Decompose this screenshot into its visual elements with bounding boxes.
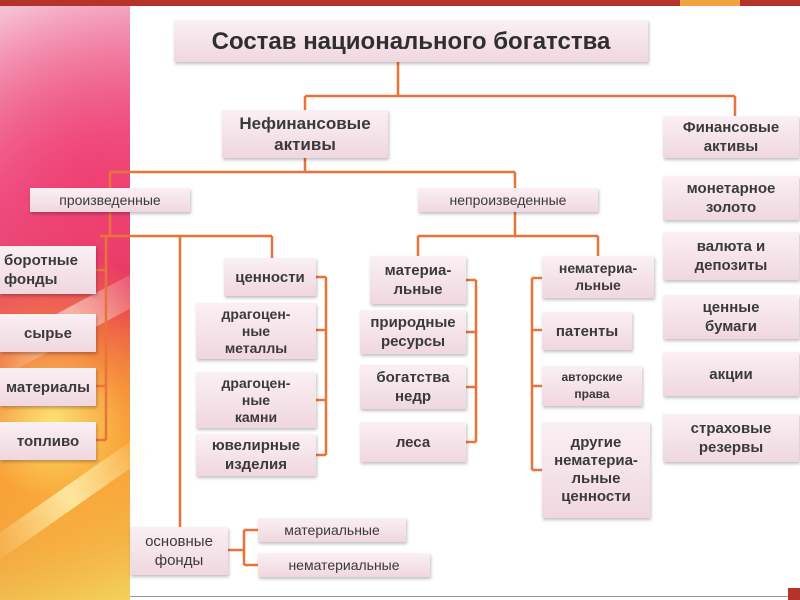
diagram-title-text: Состав национального богатства [211, 27, 611, 55]
node-label: драгоцен- ные металлы [221, 305, 291, 356]
node-label: основные фонды [145, 533, 213, 569]
node-label: боротные фонды [4, 252, 78, 288]
node-label: произведенные [59, 191, 161, 208]
node-working-capital: боротные фонды [0, 246, 96, 294]
node-mineral-wealth: богатства недр [360, 365, 466, 409]
node-fuel: топливо [0, 422, 96, 460]
node-jewelry: ювелирные изделия [196, 434, 316, 476]
decorative-background [0, 6, 166, 600]
node-label: ценные бумаги [702, 299, 760, 335]
node-label: монетарное золото [686, 180, 776, 216]
node-produced: произведенные [30, 188, 190, 212]
node-valuables: ценности [224, 258, 316, 296]
node-label: богатства недр [376, 369, 450, 405]
node-label: акции [709, 365, 753, 383]
node-label: сырье [24, 324, 72, 342]
node-forests: леса [360, 422, 466, 462]
node-securities: ценные бумаги [663, 295, 799, 339]
node-copyrights: авторские права [542, 366, 642, 406]
node-materials: материалы [0, 368, 96, 406]
node-label: Финансовые активы [682, 119, 780, 155]
node-label: авторские права [561, 370, 623, 401]
node-label: нематериа- льные [558, 260, 638, 293]
node-raw-materials: сырье [0, 314, 96, 352]
node-shares: акции [663, 352, 799, 396]
node-nonproduced: непроизведенные [418, 188, 598, 212]
diagram-title: Состав национального богатства [174, 20, 648, 62]
node-label: материа- льные [384, 262, 452, 298]
bottom-rule [130, 596, 800, 597]
node-label: непроизведенные [449, 191, 567, 208]
node-label: природные ресурсы [370, 314, 456, 350]
top-bar-accent [680, 0, 740, 6]
node-patents: патенты [542, 312, 632, 350]
node-monetary-gold: монетарное золото [663, 176, 799, 220]
node-fixed-assets: основные фонды [130, 527, 228, 575]
node-insurance-reserves: страховые резервы [663, 414, 799, 462]
node-financial-assets: Финансовые активы [663, 116, 799, 158]
node-label: ювелирные изделия [211, 437, 301, 473]
node-currency-deposits: валюта и депозиты [663, 232, 799, 280]
node-precious-metals: драгоцен- ные металлы [196, 303, 316, 359]
node-fixed-tangible: материальные [258, 518, 406, 542]
node-label: драгоцен- ные камни [221, 374, 291, 425]
node-precious-stones: драгоцен- ные камни [196, 372, 316, 428]
node-fixed-intangible: нематериальные [258, 553, 430, 577]
node-natural-resources: природные ресурсы [360, 310, 466, 354]
top-bar [0, 0, 800, 6]
node-label: леса [395, 433, 431, 451]
corner-mark [788, 588, 800, 600]
node-label: нематериальные [288, 556, 400, 573]
node-label: страховые резервы [690, 420, 772, 456]
node-label: материалы [6, 378, 90, 396]
node-label: Нефинансовые активы [239, 114, 371, 154]
node-label: топливо [16, 432, 80, 450]
node-label: ценности [235, 268, 305, 286]
node-label: материальные [284, 521, 380, 538]
node-other-intangibles: другие нематериа- льные ценности [542, 422, 650, 518]
node-label: валюта и депозиты [694, 238, 768, 274]
node-label: другие нематериа- льные ценности [554, 434, 638, 505]
node-nonfinancial-assets: Нефинансовые активы [222, 110, 388, 158]
node-nonproduced-material: материа- льные [370, 256, 466, 304]
node-label: патенты [555, 322, 619, 340]
node-nonproduced-immaterial: нематериа- льные [542, 256, 654, 298]
